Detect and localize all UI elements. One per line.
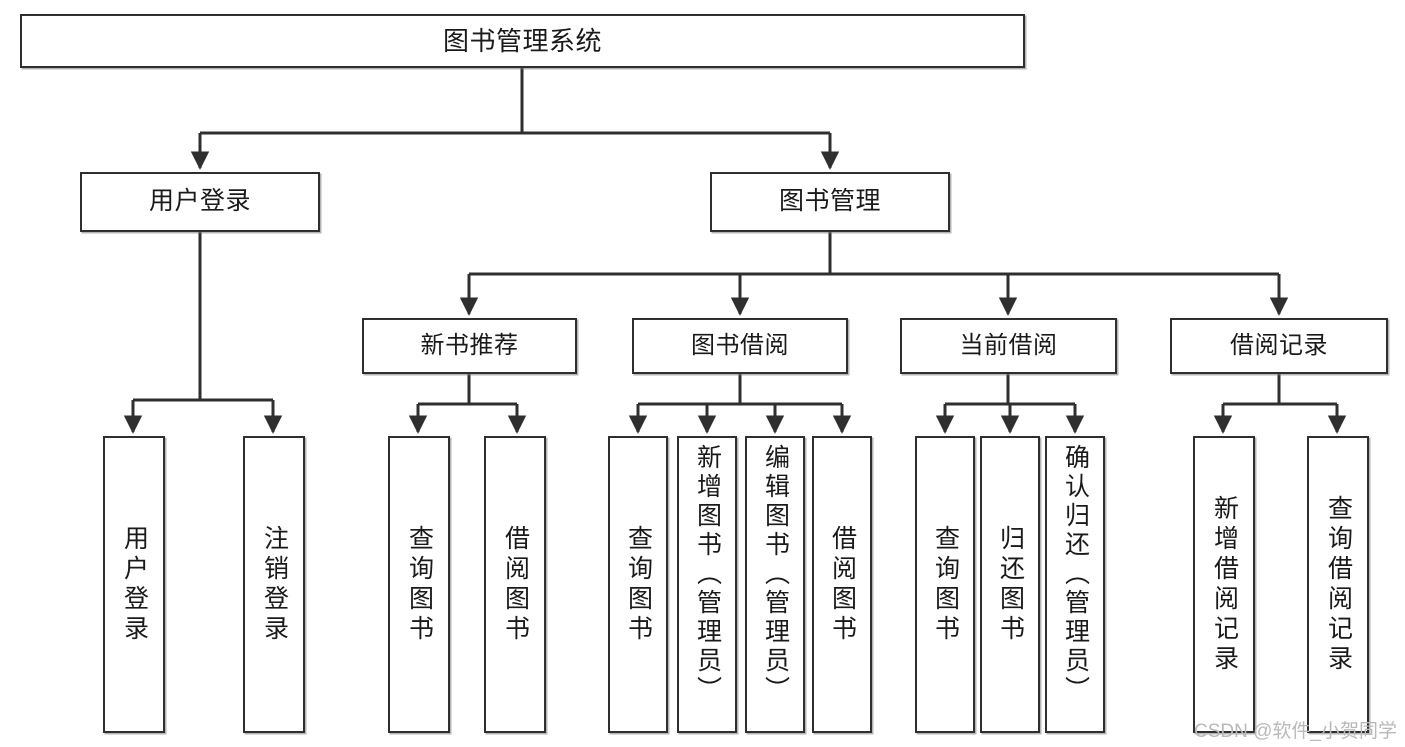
leaf-return-book-label: 归还图书 — [996, 524, 1025, 645]
leaf-user-login-label: 用户登录 — [120, 524, 149, 645]
leaf-edit-book-admin-label: 编辑图书（管理员） — [761, 444, 790, 705]
node-root-system-label: 图书管理系统 — [442, 25, 602, 56]
leaf-add-book-admin-label: 新增图书（管理员） — [693, 444, 722, 705]
node-borrow-record-label: 借阅记录 — [1230, 331, 1328, 359]
node-user-login[interactable]: 用户登录 — [80, 172, 320, 232]
leaf-add-borrow-record-label: 新增借阅记录 — [1210, 494, 1239, 675]
leaf-user-login[interactable]: 用户登录 — [103, 436, 165, 733]
node-book-manage[interactable]: 图书管理 — [710, 172, 950, 232]
node-current-borrow-label: 当前借阅 — [959, 331, 1058, 359]
leaf-borrow-book-borrow[interactable]: 借阅图书 — [812, 436, 872, 733]
node-borrow-record[interactable]: 借阅记录 — [1170, 318, 1388, 374]
leaf-confirm-return-admin[interactable]: 确认归还（管理员） — [1045, 436, 1105, 733]
leaf-borrow-book-recommend-label: 借阅图书 — [501, 524, 530, 645]
node-current-borrow[interactable]: 当前借阅 — [900, 318, 1117, 374]
leaf-query-book-borrow-label: 查询图书 — [624, 524, 653, 645]
leaf-user-logout-label: 注销登录 — [260, 524, 289, 645]
leaf-add-book-admin[interactable]: 新增图书（管理员） — [677, 436, 737, 733]
leaf-borrow-book-recommend[interactable]: 借阅图书 — [484, 436, 546, 733]
watermark: CSDN @软件_小贺同学 — [1194, 721, 1397, 742]
leaf-query-book-recommend-label: 查询图书 — [405, 524, 434, 645]
node-root-system[interactable]: 图书管理系统 — [20, 14, 1025, 68]
leaf-query-borrow-record-label: 查询借阅记录 — [1324, 494, 1353, 675]
leaf-query-book-borrow[interactable]: 查询图书 — [608, 436, 668, 733]
node-new-book-recommend-label: 新书推荐 — [420, 331, 519, 359]
leaf-user-logout[interactable]: 注销登录 — [243, 436, 305, 733]
leaf-edit-book-admin[interactable]: 编辑图书（管理员） — [745, 436, 805, 733]
leaf-add-borrow-record[interactable]: 新增借阅记录 — [1193, 436, 1255, 733]
node-book-manage-label: 图书管理 — [778, 187, 881, 216]
leaf-borrow-book-borrow-label: 借阅图书 — [828, 524, 857, 645]
leaf-query-book-current-label: 查询图书 — [931, 524, 960, 645]
leaf-query-book-current[interactable]: 查询图书 — [915, 436, 975, 733]
node-user-login-label: 用户登录 — [148, 187, 251, 216]
node-new-book-recommend[interactable]: 新书推荐 — [362, 318, 577, 374]
leaf-confirm-return-admin-label: 确认归还（管理员） — [1061, 444, 1090, 705]
node-book-borrow[interactable]: 图书借阅 — [632, 318, 848, 374]
leaf-query-book-recommend[interactable]: 查询图书 — [388, 436, 450, 733]
leaf-return-book[interactable]: 归还图书 — [980, 436, 1040, 733]
node-book-borrow-label: 图书借阅 — [691, 331, 789, 359]
leaf-query-borrow-record[interactable]: 查询借阅记录 — [1307, 436, 1369, 733]
